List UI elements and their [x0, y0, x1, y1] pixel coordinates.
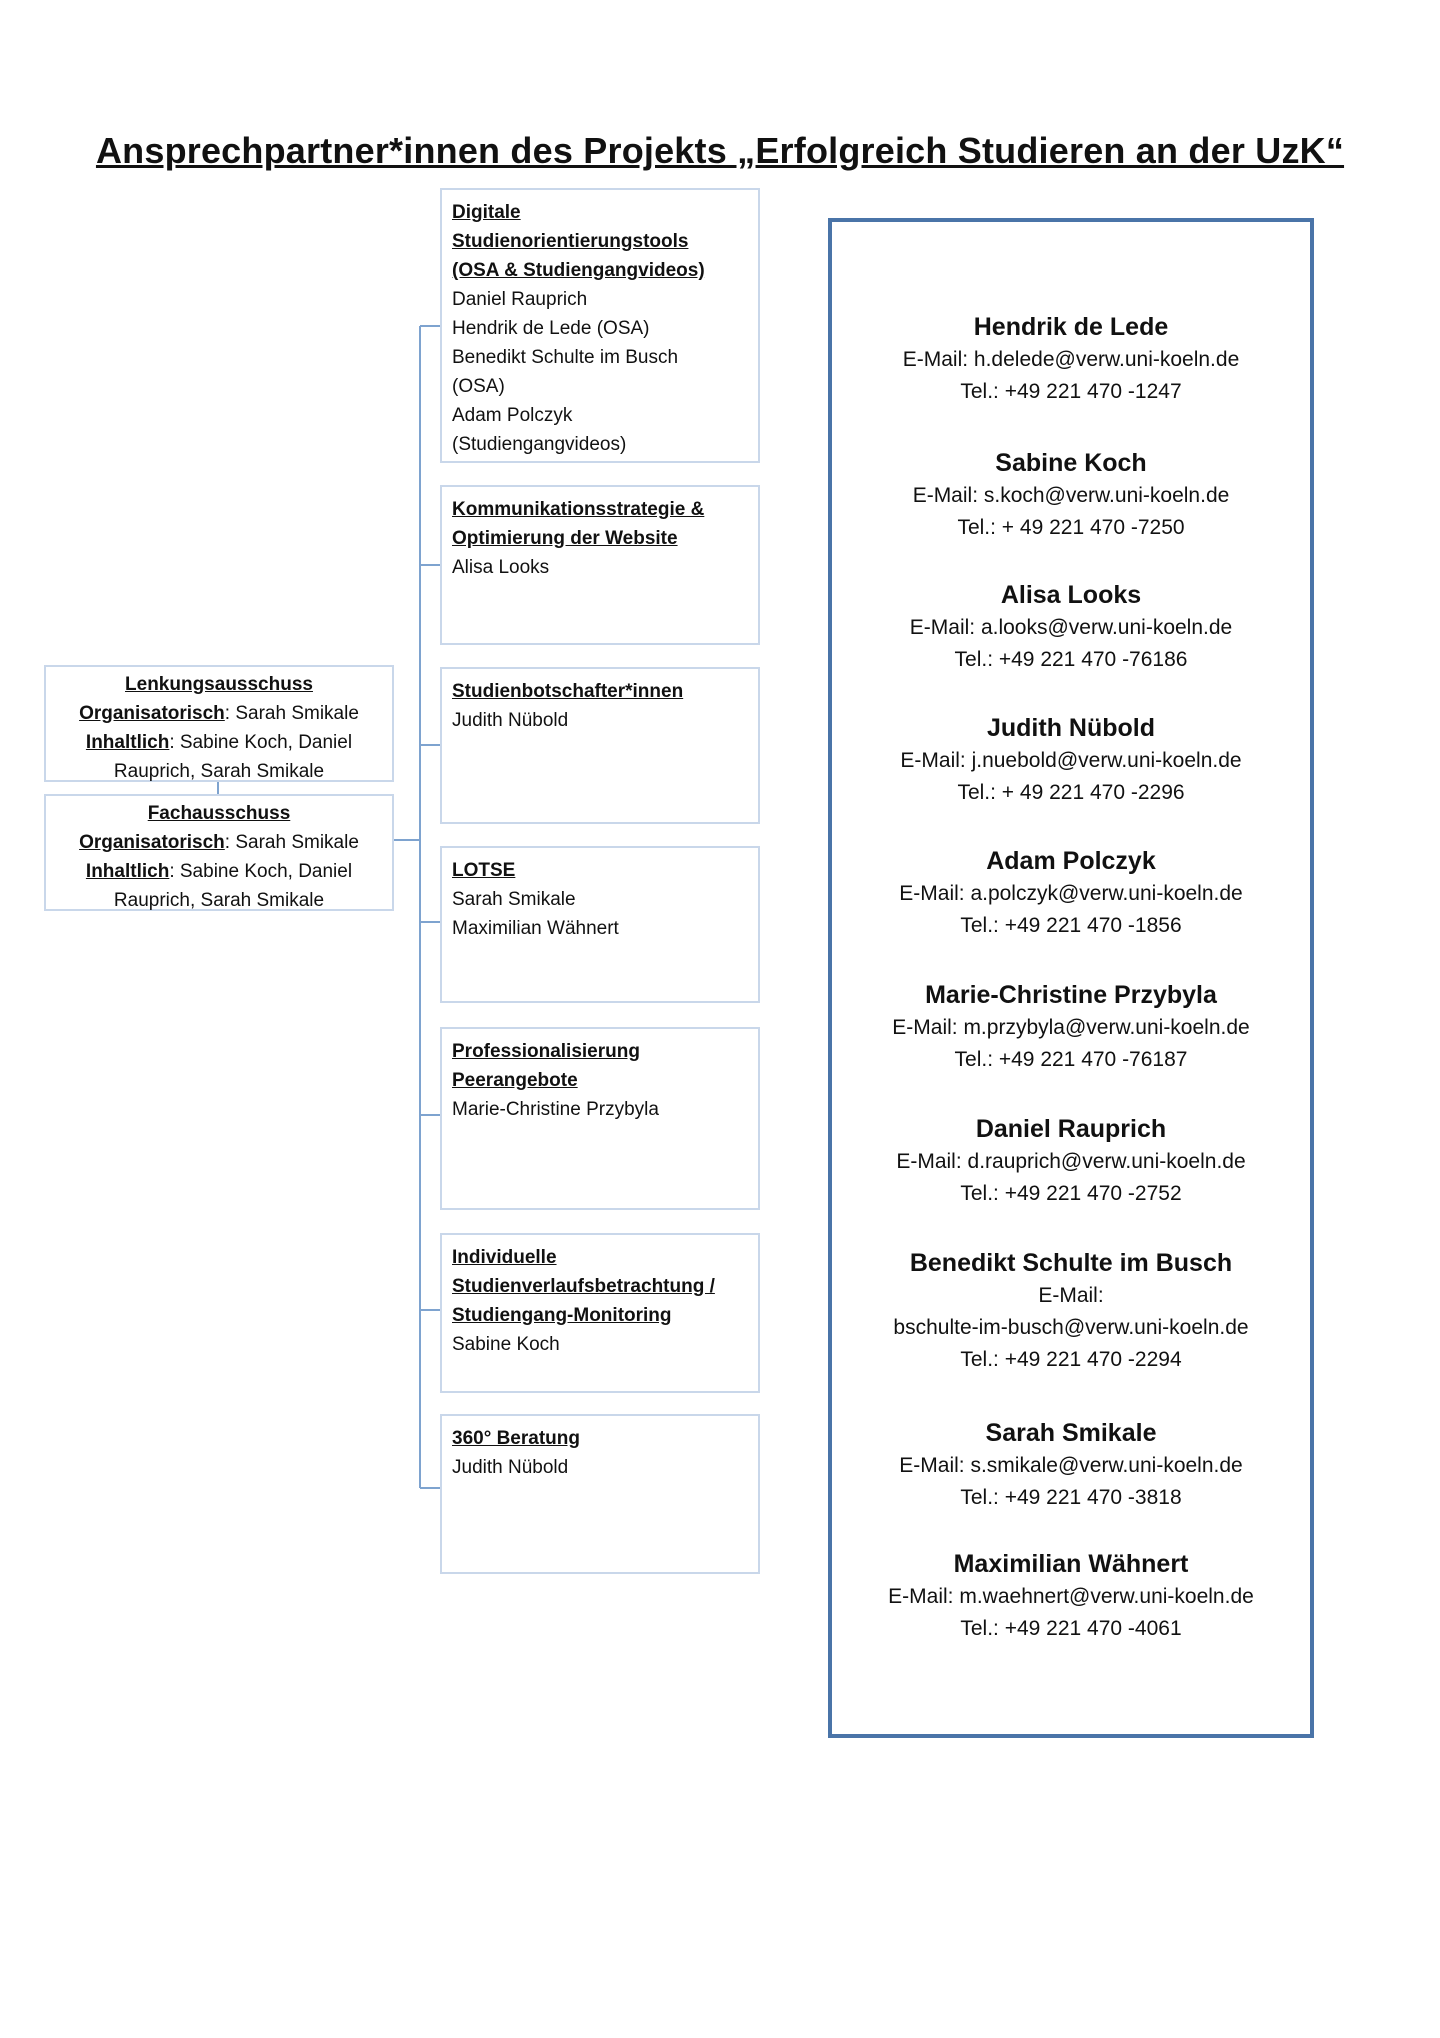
committee-box-lenkungsausschuss: Lenkungsausschuss Organisatorisch: Sarah… — [44, 665, 394, 782]
contact-entry: Judith Nübold E-Mail: j.nuebold@verw.uni… — [832, 711, 1310, 809]
module-heading: Professionalisierung — [452, 1041, 640, 1062]
contact-name: Sabine Koch — [995, 449, 1147, 477]
contact-entry: Sarah Smikale E-Mail: s.smikale@verw.uni… — [832, 1416, 1310, 1514]
contact-phone: Tel.: +49 221 470 -4061 — [960, 1617, 1182, 1640]
content-label: Inhaltlich — [85, 861, 170, 882]
module-person: Daniel Rauprich — [452, 289, 588, 310]
module-person: Adam Polczyk — [452, 405, 573, 426]
module-heading: Kommunikationsstrategie & — [452, 499, 705, 520]
module-heading: (OSA & Studiengangvideos) — [452, 260, 705, 281]
module-person: Maximilian Wähnert — [452, 918, 619, 939]
contact-email: E-Mail: s.smikale@verw.uni-koeln.de — [899, 1454, 1243, 1477]
content-value: : Sabine Koch, Daniel Rauprich, Sarah Sm… — [113, 861, 353, 911]
contact-email-label: E-Mail: — [1038, 1284, 1104, 1307]
module-person: Sarah Smikale — [452, 889, 576, 910]
contact-name: Adam Polczyk — [986, 847, 1156, 875]
module-heading: Peerangebote — [452, 1070, 578, 1091]
module-heading: Studienverlaufsbetrachtung / — [452, 1276, 715, 1297]
contact-email: E-Mail: j.nuebold@verw.uni-koeln.de — [900, 749, 1242, 772]
contact-email: E-Mail: a.polczyk@verw.uni-koeln.de — [899, 882, 1243, 905]
content-value: : Sabine Koch, Daniel Rauprich, Sarah Sm… — [113, 732, 353, 782]
contact-name: Maximilian Wähnert — [953, 1550, 1189, 1578]
org-value: : Sarah Smikale — [224, 703, 359, 724]
contact-name: Alisa Looks — [1000, 581, 1142, 609]
contact-name: Marie-Christine Przybyla — [925, 981, 1217, 1009]
contact-phone: Tel.: +49 221 470 -76186 — [954, 648, 1188, 671]
module-heading: Optimierung der Website — [452, 528, 678, 549]
content-label: Inhaltlich — [85, 732, 170, 753]
contact-phone: Tel.: +49 221 470 -2752 — [960, 1182, 1182, 1205]
module-box-kommunikation: Kommunikationsstrategie & Optimierung de… — [440, 485, 760, 645]
org-label: Organisatorisch — [79, 832, 225, 853]
module-heading: Digitale — [452, 202, 521, 223]
contact-entry: Sabine Koch E-Mail: s.koch@verw.uni-koel… — [832, 446, 1310, 544]
contact-entry: Adam Polczyk E-Mail: a.polczyk@verw.uni-… — [832, 844, 1310, 942]
contact-entry: Hendrik de Lede E-Mail: h.delede@verw.un… — [832, 310, 1310, 408]
contact-name: Hendrik de Lede — [973, 313, 1169, 341]
module-person: Judith Nübold — [452, 710, 569, 731]
contact-email: E-Mail: m.przybyla@verw.uni-koeln.de — [892, 1016, 1250, 1039]
contact-name: Sarah Smikale — [985, 1419, 1157, 1447]
module-heading: Individuelle — [452, 1247, 557, 1268]
contact-phone: Tel.: +49 221 470 -1247 — [960, 380, 1182, 403]
contact-phone: Tel.: +49 221 470 -3818 — [960, 1486, 1182, 1509]
module-heading: Studienbotschafter*innen — [452, 681, 684, 702]
module-person: Benedikt Schulte im Busch — [452, 347, 679, 368]
module-box-digitale-tools: Digitale Studienorientierungstools (OSA … — [440, 188, 760, 463]
module-box-studienbotschafter: Studienbotschafter*innen Judith Nübold — [440, 667, 760, 824]
module-box-lotse: LOTSE Sarah Smikale Maximilian Wähnert — [440, 846, 760, 1003]
contact-phone: Tel.: +49 221 470 -1856 — [960, 914, 1182, 937]
contact-email: E-Mail: m.waehnert@verw.uni-koeln.de — [888, 1585, 1254, 1608]
contact-entry: Maximilian Wähnert E-Mail: m.waehnert@ve… — [832, 1547, 1310, 1645]
contact-email: bschulte-im-busch@verw.uni-koeln.de — [893, 1316, 1249, 1339]
contact-entry: Marie-Christine Przybyla E-Mail: m.przyb… — [832, 978, 1310, 1076]
committee-box-fachausschuss: Fachausschuss Organisatorisch: Sarah Smi… — [44, 794, 394, 911]
module-person: (Studiengangvideos) — [452, 434, 627, 455]
module-box-360-beratung: 360° Beratung Judith Nübold — [440, 1414, 760, 1574]
contact-entry: Alisa Looks E-Mail: a.looks@verw.uni-koe… — [832, 578, 1310, 676]
module-person: Sabine Koch — [452, 1334, 560, 1355]
contact-email: E-Mail: h.delede@verw.uni-koeln.de — [902, 348, 1240, 371]
module-person: (OSA) — [452, 376, 505, 397]
contact-name: Judith Nübold — [986, 714, 1156, 742]
contact-panel: Hendrik de Lede E-Mail: h.delede@verw.un… — [828, 218, 1314, 1738]
contact-email: E-Mail: s.koch@verw.uni-koeln.de — [912, 484, 1230, 507]
committee-heading: Fachausschuss — [147, 803, 291, 824]
contact-phone: Tel.: + 49 221 470 -2296 — [957, 781, 1185, 804]
org-value: : Sarah Smikale — [224, 832, 359, 853]
contact-email: E-Mail: a.looks@verw.uni-koeln.de — [909, 616, 1233, 639]
module-box-professionalisierung: Professionalisierung Peerangebote Marie-… — [440, 1027, 760, 1210]
committee-heading: Lenkungsausschuss — [125, 674, 313, 695]
contact-entry: Daniel Rauprich E-Mail: d.rauprich@verw.… — [832, 1112, 1310, 1210]
module-box-studienverlauf: Individuelle Studienverlaufsbetrachtung … — [440, 1233, 760, 1393]
module-heading: Studiengang-Monitoring — [452, 1305, 672, 1326]
contact-name: Benedikt Schulte im Busch — [909, 1249, 1233, 1277]
contact-phone: Tel.: + 49 221 470 -7250 — [957, 516, 1185, 539]
contact-email: E-Mail: d.rauprich@verw.uni-koeln.de — [896, 1150, 1246, 1173]
module-heading: LOTSE — [452, 860, 516, 881]
contact-entry: Benedikt Schulte im Busch E-Mail: bschul… — [832, 1246, 1310, 1376]
contact-name: Daniel Rauprich — [975, 1115, 1167, 1143]
module-person: Hendrik de Lede (OSA) — [452, 318, 650, 339]
module-person: Marie-Christine Przybyla — [452, 1099, 659, 1120]
module-person: Judith Nübold — [452, 1457, 569, 1478]
contact-phone: Tel.: +49 221 470 -76187 — [954, 1048, 1188, 1071]
page-title: Ansprechpartner*innen des Projekts „Erfo… — [95, 130, 1345, 171]
module-heading: Studienorientierungstools — [452, 231, 689, 252]
contact-phone: Tel.: +49 221 470 -2294 — [960, 1348, 1182, 1371]
module-heading: 360° Beratung — [452, 1428, 580, 1449]
org-label: Organisatorisch — [79, 703, 225, 724]
module-person: Alisa Looks — [452, 557, 550, 578]
